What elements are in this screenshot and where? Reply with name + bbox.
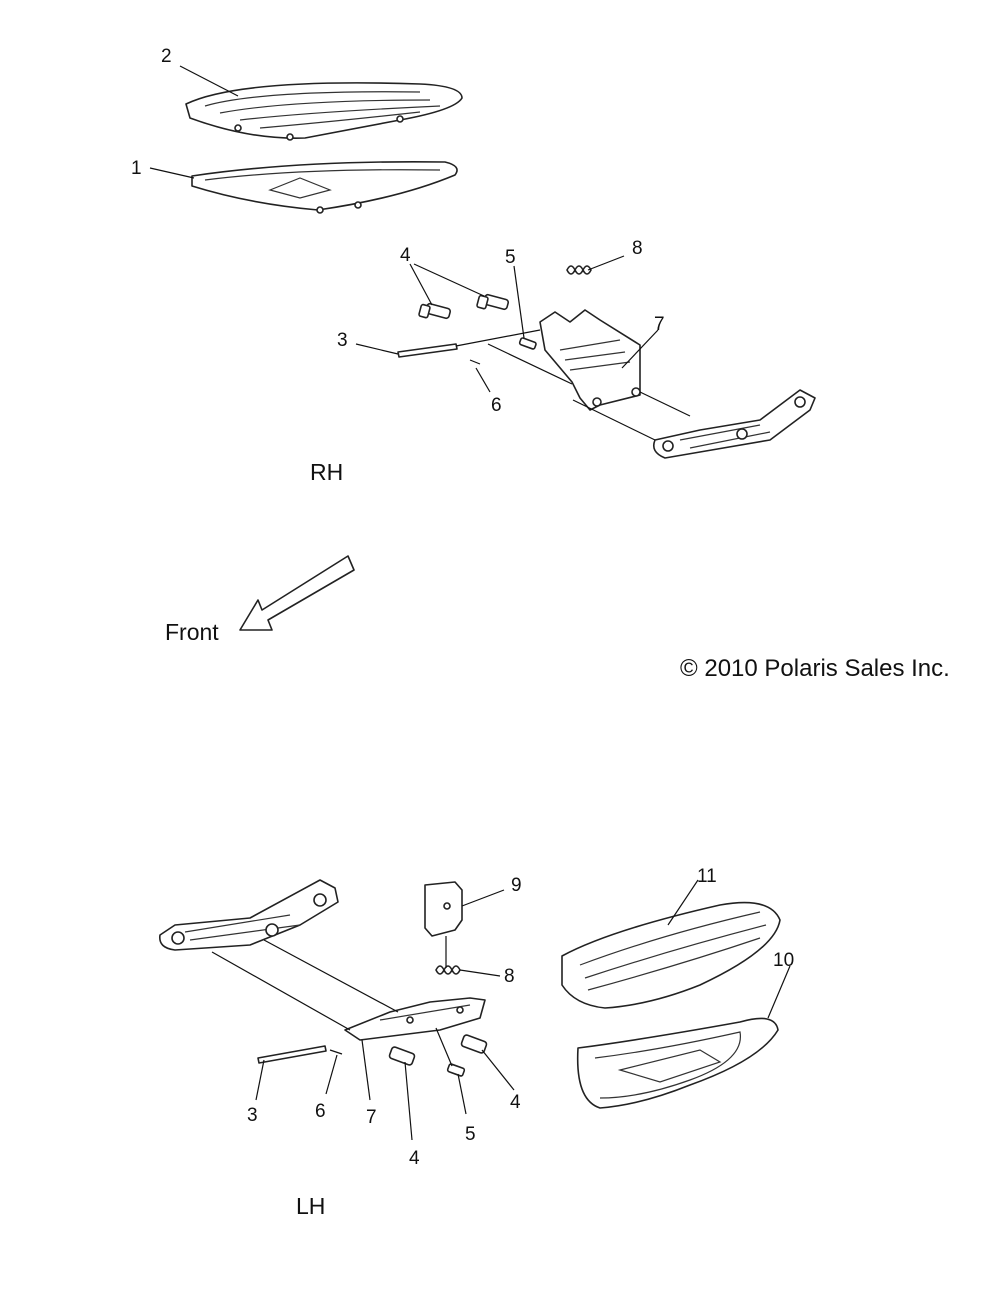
- rh-callout-4: 4: [400, 245, 411, 266]
- lh-footboard-pad-11: [561, 901, 781, 1009]
- lh-cotter-6: [329, 1049, 343, 1055]
- rh-bolt-4b: [476, 293, 510, 311]
- rh-mount-arm: [652, 389, 816, 459]
- lh-callout-6: 6: [315, 1101, 326, 1122]
- rh-callout-7: 7: [654, 314, 665, 335]
- front-arrow: Front: [165, 555, 355, 645]
- rh-bolt-5: [518, 337, 537, 350]
- lh-section-label: LH: [296, 1193, 325, 1219]
- lh-pin-3: [257, 1045, 327, 1064]
- rh-section-label: RH: [310, 459, 343, 485]
- lh-bolt-4a: [388, 1046, 416, 1066]
- lh-callout-11: 11: [697, 866, 717, 887]
- rh-callout-6: 6: [491, 395, 502, 416]
- front-label: Front: [165, 619, 219, 645]
- lh-callout-8: 8: [504, 966, 515, 987]
- rh-leader-lines: [149, 65, 691, 441]
- rh-callout-2: 2: [161, 46, 172, 67]
- rh-bracket-7: [539, 309, 641, 411]
- lh-bracket-7: [344, 997, 486, 1041]
- lh-footboard-base-10: [576, 1017, 779, 1109]
- rh-cotter-6: [469, 359, 481, 365]
- lh-callout-10: 10: [773, 950, 794, 971]
- lh-leader-lines: [211, 879, 791, 1141]
- rh-assembly: 2 1 4 5 8 3 7 6 RH: [131, 46, 816, 485]
- rh-callout-1: 1: [131, 158, 142, 179]
- lh-callout-9: 9: [511, 875, 522, 896]
- lh-callout-3: 3: [247, 1105, 258, 1126]
- rh-pin-3: [397, 343, 458, 358]
- lh-bolt-5: [446, 1063, 466, 1077]
- rh-callout-8: 8: [632, 238, 643, 259]
- lh-callout-7: 7: [366, 1107, 377, 1128]
- rh-footboard-pad: [185, 82, 463, 141]
- lh-callout-5: 5: [465, 1124, 476, 1145]
- rh-footboard-base: [191, 160, 458, 214]
- rh-bolt-4a: [418, 302, 452, 320]
- lh-callout-4-left: 4: [409, 1148, 420, 1169]
- lh-bracket-9: [424, 881, 463, 937]
- lh-mount-arm: [158, 879, 339, 951]
- rh-callout-5: 5: [505, 247, 516, 268]
- rh-spring-8: [566, 265, 592, 275]
- lh-callout-4-right: 4: [510, 1092, 521, 1113]
- lh-bolt-4b: [460, 1034, 488, 1054]
- copyright-text: © 2010 Polaris Sales Inc.: [680, 655, 950, 682]
- lh-assembly: 9 11 8 10 3 6 7 4 5 4 LH: [158, 866, 794, 1219]
- rh-callout-3: 3: [337, 330, 348, 351]
- lh-spring-8: [435, 965, 461, 975]
